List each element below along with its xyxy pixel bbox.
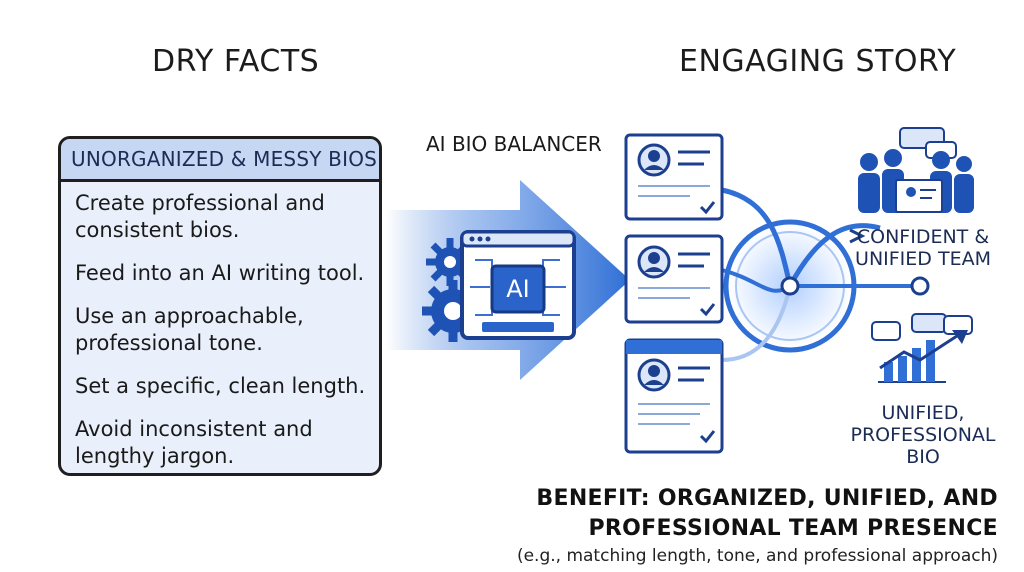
team-icon bbox=[858, 127, 974, 213]
list-item: Create professional and consistent bios. bbox=[75, 191, 325, 242]
ai-bio-balancer-label: AI BIO BALANCER bbox=[426, 132, 602, 156]
benefit-note: (e.g., matching length, tone, and profes… bbox=[516, 546, 998, 566]
check-icon bbox=[699, 201, 716, 215]
benefit-line-1: BENEFIT: ORGANIZED, UNIFIED, AND bbox=[536, 486, 998, 511]
list-item: Set a specific, clean length. bbox=[75, 374, 366, 398]
profile-card-icon bbox=[624, 133, 724, 221]
check-icon bbox=[699, 430, 716, 444]
heading-engaging-story: ENGAGING STORY bbox=[679, 44, 957, 79]
messy-bios-card: UNORGANIZED & MESSY BIOS Create professi… bbox=[58, 136, 382, 476]
list-item: Avoid inconsistent and lengthy jargon. bbox=[75, 417, 313, 468]
profile-card-icon bbox=[624, 338, 724, 454]
team-outcome-label: CONFIDENT & UNIFIED TEAM bbox=[855, 226, 991, 270]
messy-bios-title: UNORGANIZED & MESSY BIOS bbox=[61, 139, 379, 182]
list-item: Feed into an AI writing tool. bbox=[75, 261, 365, 285]
growth-chart-icon bbox=[878, 330, 968, 383]
benefit-statement: BENEFIT: ORGANIZED, UNIFIED, AND PROFESS… bbox=[536, 484, 998, 544]
bio-steps-list: Create professional and consistent bios.… bbox=[61, 182, 379, 470]
heading-dry-facts: DRY FACTS bbox=[152, 44, 320, 79]
ai-window-icon bbox=[460, 230, 576, 340]
flow-connectors bbox=[721, 187, 930, 362]
list-item: Use an approachable, professional tone. bbox=[75, 304, 304, 355]
profile-card-icon bbox=[624, 234, 724, 324]
check-icon bbox=[699, 303, 716, 317]
bio-outcome-label: UNIFIED, PROFESSIONAL BIO bbox=[850, 402, 996, 468]
ai-chip-label: AI bbox=[506, 275, 530, 303]
benefit-line-2: PROFESSIONAL TEAM PRESENCE bbox=[588, 516, 998, 541]
